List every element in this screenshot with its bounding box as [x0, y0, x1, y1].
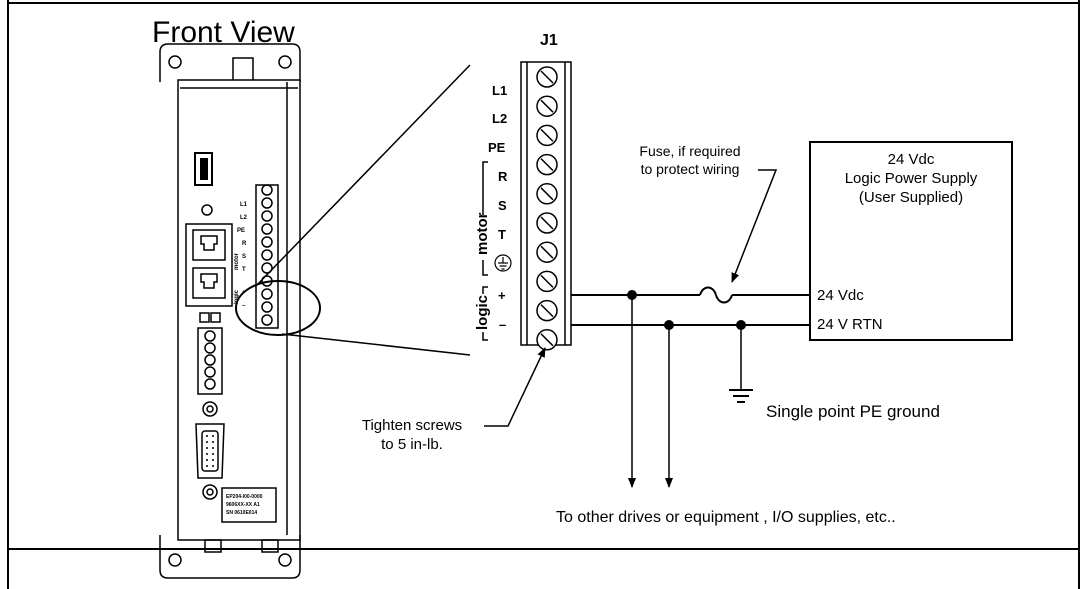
- svg-text:to protect wiring: to protect wiring: [641, 161, 740, 177]
- j1-pin-labels: L1 L2 PE R S T + –: [488, 83, 508, 332]
- svg-text:PE: PE: [237, 228, 245, 234]
- power-supply-title: 24 Vdc Logic Power Supply (User Supplied…: [845, 151, 978, 206]
- svg-text:L1: L1: [240, 202, 248, 208]
- svg-text:EP204-I00-0000: EP204-I00-0000: [226, 494, 263, 500]
- screw-slot: [540, 99, 554, 113]
- tighten-pointer: [484, 347, 546, 427]
- screw-slot: [540, 70, 554, 84]
- svg-text:Logic Power Supply: Logic Power Supply: [845, 170, 978, 187]
- pin-label-minus: –: [499, 317, 506, 332]
- svg-text:Fuse, if required: Fuse, if required: [639, 143, 740, 159]
- pin-label-r: R: [498, 169, 508, 184]
- svg-text:–: –: [242, 303, 246, 309]
- drive-front-view: [159, 43, 301, 579]
- screw-slot: [540, 128, 554, 142]
- screw-slot: [540, 187, 554, 201]
- pin-label-pe: PE: [488, 140, 506, 155]
- svg-text:to 5 in-lb.: to 5 in-lb.: [381, 436, 443, 453]
- j1-screws: [536, 66, 558, 351]
- screw-slot: [540, 274, 554, 288]
- zoom-line-bottom: [281, 333, 471, 356]
- svg-text:SN 0610E014: SN 0610E014: [226, 510, 257, 516]
- svg-text:9606XX-XX A1: 9606XX-XX A1: [226, 502, 260, 508]
- screw-slot: [540, 304, 554, 318]
- screw-slot: [540, 333, 554, 347]
- ground-label: Single point PE ground: [766, 402, 940, 421]
- j1-ground-icon: [494, 254, 512, 272]
- svg-text:T: T: [242, 267, 246, 273]
- pin-label-s: S: [498, 198, 507, 213]
- svg-text:Tighten screws: Tighten screws: [362, 417, 462, 434]
- product-label: EP204-I00-0000 9606XX-XX A1 SN 0610E014: [226, 494, 263, 516]
- svg-text:S: S: [242, 254, 246, 260]
- svg-text:(User Supplied): (User Supplied): [859, 189, 963, 206]
- pin-label-t: T: [498, 227, 506, 242]
- terminal-plus-label: 24 Vdc: [817, 287, 864, 304]
- power-supply-box: [809, 141, 1013, 341]
- wiring: [571, 286, 810, 488]
- bottom-note: To other drives or equipment , I/O suppl…: [556, 509, 896, 526]
- screw-slot: [540, 245, 554, 259]
- zoom-line-top: [254, 64, 471, 288]
- pin-label-l1: L1: [492, 83, 507, 98]
- pin-label-plus: +: [498, 288, 506, 303]
- fuse-note: Fuse, if required to protect wiring: [639, 143, 740, 177]
- j1-label: J1: [540, 32, 558, 49]
- motor-group-label: motor: [474, 212, 491, 255]
- logic-group-label: logic: [474, 295, 491, 330]
- svg-text:24 Vdc: 24 Vdc: [888, 151, 935, 168]
- zoom-ellipse: [235, 280, 321, 336]
- group-brackets: [482, 161, 488, 341]
- terminal-return-label: 24 V RTN: [817, 316, 883, 333]
- svg-text:R: R: [242, 241, 247, 247]
- fuse-pointer: [731, 169, 778, 283]
- junction-dots: [627, 290, 746, 330]
- svg-text:motor: motor: [234, 252, 240, 270]
- svg-text:logic: logic: [234, 289, 240, 304]
- svg-text:L2: L2: [240, 215, 248, 221]
- pin-label-l2: L2: [492, 111, 507, 126]
- screw-slot: [540, 158, 554, 172]
- tighten-note: Tighten screws to 5 in-lb.: [362, 417, 462, 453]
- screw-slot: [540, 216, 554, 230]
- dsub-pins: [206, 435, 214, 467]
